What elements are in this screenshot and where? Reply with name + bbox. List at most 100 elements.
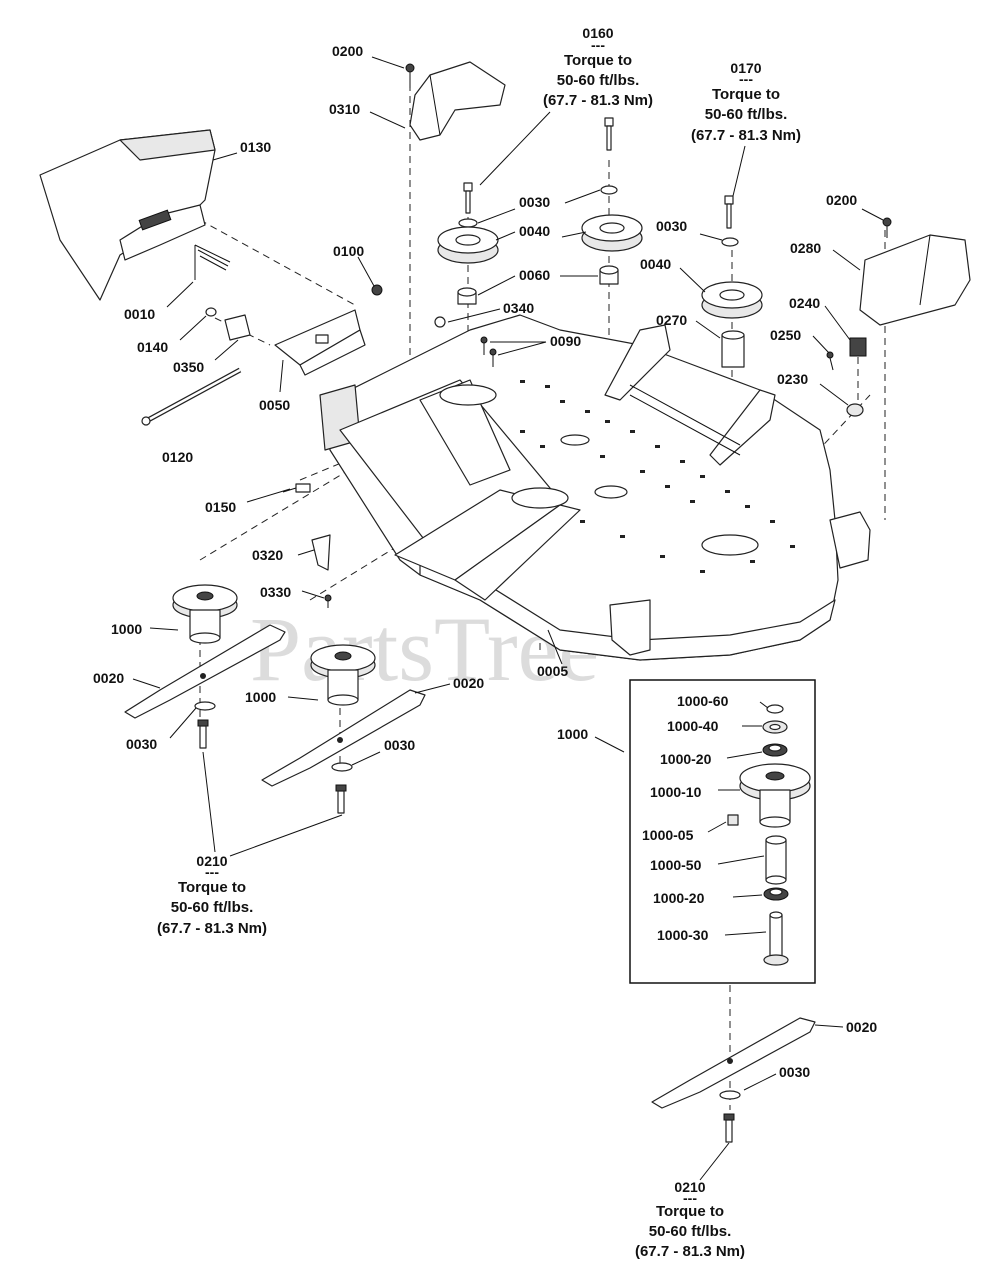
label-1000-20-top: 1000-20: [660, 751, 712, 767]
spacer-0060-left: [457, 287, 477, 305]
torque-note-0210-left: 0210 --- Torque to 50-60 ft/lbs. (67.7 -…: [157, 853, 267, 937]
svg-text:(67.7 - 81.3 Nm): (67.7 - 81.3 Nm): [543, 92, 653, 109]
blade-0020-center: [261, 689, 426, 787]
detail-1000-50: [765, 835, 787, 885]
label-0030-bl: 0030: [126, 736, 157, 752]
svg-text:Torque to: Torque to: [564, 52, 632, 69]
blade-0020-left: [124, 624, 286, 719]
label-0320: 0320: [252, 547, 283, 563]
label-0350: 0350: [173, 359, 204, 375]
bolt-0210-left: [197, 719, 209, 749]
label-0330: 0330: [260, 584, 291, 600]
screw-0330: [324, 594, 332, 608]
label-0020-right: 0020: [846, 1019, 877, 1035]
belt-cover-left: [409, 61, 506, 141]
label-0030-center: 0030: [519, 194, 550, 210]
torque-note-0170: 0170 --- Torque to 50-60 ft/lbs. (67.7 -…: [691, 60, 801, 144]
svg-text:(67.7 - 81.3 Nm): (67.7 - 81.3 Nm): [691, 127, 801, 144]
label-0200-left: 0200: [332, 43, 363, 59]
label-0040-right: 0040: [640, 256, 671, 272]
leader-lines: [132, 56, 884, 1181]
label-0005: 0005: [537, 663, 568, 679]
washer-0030-left: [458, 218, 478, 228]
nut-0340: [434, 316, 446, 328]
bolt-0160: [604, 117, 614, 151]
label-0250: 0250: [770, 327, 801, 343]
screw-0250: [826, 351, 834, 371]
svg-text:Torque to: Torque to: [178, 879, 246, 896]
svg-text:---: ---: [591, 37, 605, 53]
nut-0100: [371, 284, 383, 296]
label-0030-bc: 0030: [384, 737, 415, 753]
washer-0030-center: [600, 185, 618, 195]
label-1000-50: 1000-50: [650, 857, 702, 873]
svg-text:50-60 ft/lbs.: 50-60 ft/lbs.: [557, 72, 640, 89]
belt-cover-right: [859, 234, 971, 326]
label-0120: 0120: [162, 449, 193, 465]
washer-0030-br: [719, 1090, 741, 1100]
label-0310: 0310: [329, 101, 360, 117]
svg-text:Torque to: Torque to: [656, 1203, 724, 1220]
detail-1000-40: [762, 720, 788, 734]
svg-text:(67.7 - 81.3 Nm): (67.7 - 81.3 Nm): [635, 1243, 745, 1260]
washer-0030-bc: [331, 762, 353, 772]
washer-0030-right: [721, 237, 739, 247]
label-1000-40: 1000-40: [667, 718, 719, 734]
svg-text:0210: 0210: [674, 1179, 705, 1195]
spacer-0060-center: [599, 265, 619, 285]
screws-0090: [480, 336, 497, 367]
svg-text:---: ---: [739, 71, 753, 87]
label-1000-left: 1000: [111, 621, 142, 637]
detail-1000-20-bottom: [763, 887, 789, 901]
svg-text:50-60 ft/lbs.: 50-60 ft/lbs.: [171, 899, 254, 916]
detail-1000-60: [766, 704, 784, 714]
pulley-0040-right: [701, 281, 763, 319]
discharge-chute: [39, 129, 216, 301]
label-0010: 0010: [124, 306, 155, 322]
label-0230: 0230: [777, 371, 808, 387]
torque-note-0160: 0160 --- Torque to 50-60 ft/lbs. (67.7 -…: [543, 25, 653, 109]
washer-0140: [205, 307, 217, 317]
label-0090: 0090: [550, 333, 581, 349]
label-1000-30: 1000-30: [657, 927, 709, 943]
pulley-0040-center: [581, 214, 643, 252]
label-0060: 0060: [519, 267, 550, 283]
torque-note-0210-right: 0210 --- Torque to 50-60 ft/lbs. (67.7 -…: [635, 1179, 745, 1260]
label-0280: 0280: [790, 240, 821, 256]
chute-spring: [194, 244, 231, 280]
label-0050: 0050: [259, 397, 290, 413]
label-0240: 0240: [789, 295, 820, 311]
hinge-rod: [141, 367, 242, 426]
label-0030-br: 0030: [779, 1064, 810, 1080]
label-0100: 0100: [333, 243, 364, 259]
fitting-0240: [849, 337, 867, 357]
spacer-block: [224, 314, 251, 341]
bolt-0210-right: [723, 1113, 735, 1143]
screw-0200-right: [882, 217, 892, 238]
part-labels: 0200 0310 0130 0100 0010 0140 0350 0050 …: [93, 43, 877, 1080]
bolt-0150: [282, 483, 311, 493]
blade-0020-right: [651, 1017, 816, 1109]
spindle-1000-left: [172, 584, 238, 644]
label-1000-05: 1000-05: [642, 827, 694, 843]
label-1000-60: 1000-60: [677, 693, 729, 709]
detail-1000-30: [763, 911, 789, 966]
label-0270: 0270: [656, 312, 687, 328]
detail-1000-20-top: [762, 743, 788, 757]
detail-1000-10: [739, 763, 811, 828]
spacer-0270: [721, 330, 745, 368]
spindle-1000-center: [310, 644, 376, 706]
screw-0200-left: [405, 63, 415, 88]
spindle-detail-box: [629, 679, 816, 984]
mower-deck-shell: [319, 314, 871, 661]
bracket-0320: [311, 534, 331, 571]
label-1000-center: 1000: [245, 689, 276, 705]
chute-bracket: [274, 309, 366, 376]
label-1000-detail: 1000: [557, 726, 588, 742]
fitting-0230: [846, 403, 864, 417]
svg-text:0170: 0170: [730, 60, 761, 76]
label-0040-left: 0040: [519, 223, 550, 239]
label-0030-right: 0030: [656, 218, 687, 234]
